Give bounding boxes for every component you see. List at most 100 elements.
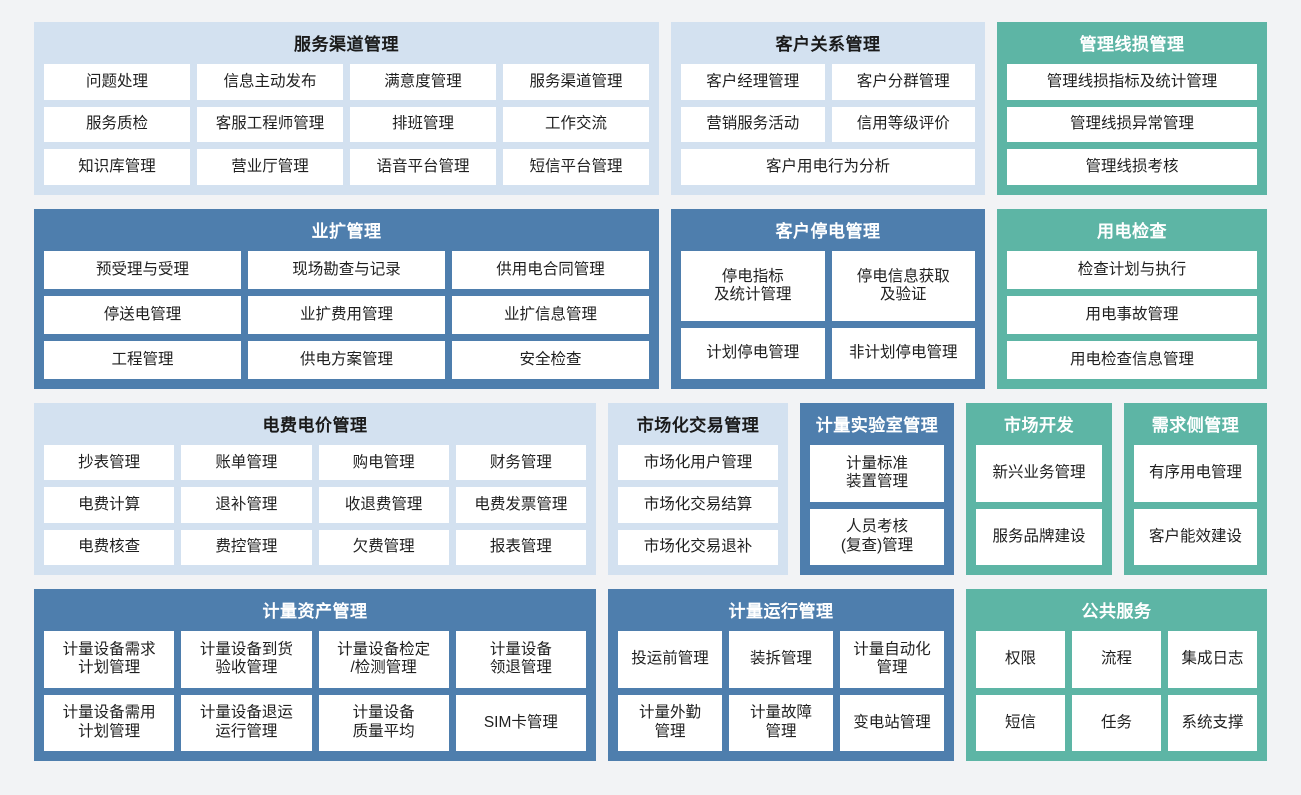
tile-item[interactable]: 短信平台管理 [503,149,649,185]
tile-item[interactable]: 管理线损异常管理 [1007,106,1257,143]
panel-customer-relationship-management: 客户关系管理 客户经理管理 客户分群管理 营销服务活动 信用等级评价 客户用电行… [671,22,985,195]
tile-item[interactable]: 用电事故管理 [1007,296,1257,334]
tile-item[interactable]: 变电站管理 [840,694,944,751]
tile-item[interactable]: 客服工程师管理 [197,106,343,143]
tile-item[interactable]: 营业厅管理 [197,149,343,185]
tile-grid: 抄表管理 账单管理 购电管理 财务管理 电费计算 退补管理 收退费管理 电费发票… [44,445,586,565]
tile-item[interactable]: 集成日志 [1168,631,1257,688]
tile-item[interactable]: 电费发票管理 [455,487,586,523]
tile-item[interactable]: 市场化用户管理 [618,445,778,481]
tile-item[interactable]: 工作交流 [503,106,649,143]
tile-item[interactable]: 业扩费用管理 [248,296,445,334]
tile-item[interactable]: 购电管理 [318,445,449,481]
tile-item[interactable]: 装拆管理 [729,631,833,688]
tile-item[interactable]: 营销服务活动 [681,106,825,143]
panel-title: 服务渠道管理 [294,35,399,54]
tile-item[interactable]: 客户经理管理 [681,64,825,100]
panel-title: 管理线损管理 [1079,35,1185,54]
tile-item[interactable]: 收退费管理 [318,487,449,523]
panel-title: 计量资产管理 [262,602,368,621]
panel-customer-outage-management: 客户停电管理 停电指标 及统计管理 停电信息获取 及验证 计划停电管理 非计划停… [671,209,985,389]
tile-item[interactable]: 计量设备 质量平均 [318,694,449,751]
tile-item[interactable]: 报表管理 [455,529,586,565]
tile-item[interactable]: 服务品牌建设 [976,508,1102,565]
tile-item[interactable]: 客户分群管理 [831,64,975,100]
tile-item[interactable]: 计量设备检定 /检测管理 [318,631,449,688]
tile-item[interactable]: 市场化交易退补 [618,529,778,565]
panel-electricity-usage-inspection: 用电检查 检查计划与执行 用电事故管理 用电检查信息管理 [997,209,1267,389]
tile-item[interactable]: 计量设备需求 计划管理 [44,631,175,688]
tile-item[interactable]: 现场勘查与记录 [248,251,445,289]
tile-item[interactable]: 客户用电行为分析 [681,149,975,185]
tile-item[interactable]: 安全检查 [452,341,649,379]
tile-item[interactable]: 检查计划与执行 [1007,251,1257,289]
tile-grid: 停电指标 及统计管理 停电信息获取 及验证 计划停电管理 非计划停电管理 [681,251,975,379]
tile-item[interactable]: SIM卡管理 [455,694,586,751]
tile-item[interactable]: 市场化交易结算 [618,487,778,523]
tile-item[interactable]: 供用电合同管理 [452,251,649,289]
tile-item[interactable]: 停电指标 及统计管理 [681,251,825,321]
tile-grid: 新兴业务管理 服务品牌建设 [976,445,1102,565]
tile-item[interactable]: 信用等级评价 [831,106,975,143]
tile-item[interactable]: 费控管理 [181,529,312,565]
tile-item[interactable]: 任务 [1072,694,1161,751]
tile-grid: 市场化用户管理 市场化交易结算 市场化交易退补 [618,445,778,565]
tile-item[interactable]: 计量设备需用 计划管理 [44,694,175,751]
tile-item[interactable]: 预受理与受理 [44,251,241,289]
tile-grid: 有序用电管理 客户能效建设 [1134,445,1257,565]
tile-item[interactable]: 问题处理 [44,64,190,100]
diagram-row-2: 业扩管理 预受理与受理 现场勘查与记录 供用电合同管理 停送电管理 业扩费用管理… [34,209,1267,389]
tile-item[interactable]: 计量设备到货 验收管理 [181,631,312,688]
tile-item[interactable]: 工程管理 [44,341,241,379]
tile-grid: 管理线损指标及统计管理 管理线损异常管理 管理线损考核 [1007,64,1257,185]
tile-item[interactable]: 知识库管理 [44,149,190,185]
panel-market-transaction-management: 市场化交易管理 市场化用户管理 市场化交易结算 市场化交易退补 [608,403,788,575]
tile-item[interactable]: 非计划停电管理 [831,327,975,379]
tile-item[interactable]: 供电方案管理 [248,341,445,379]
tile-item[interactable]: 服务质检 [44,106,190,143]
tile-item[interactable]: 信息主动发布 [197,64,343,100]
tile-item[interactable]: 有序用电管理 [1134,445,1257,502]
tile-item[interactable]: 停电信息获取 及验证 [831,251,975,321]
tile-item[interactable]: 用电检查信息管理 [1007,341,1257,379]
tile-item[interactable]: 人员考核 (复查)管理 [810,508,944,565]
tile-item[interactable]: 计量设备 领退管理 [455,631,586,688]
tile-item[interactable]: 客户能效建设 [1134,508,1257,565]
tile-item[interactable]: 计量故障 管理 [729,694,833,751]
panel-electricity-fee-and-price-management: 电费电价管理 抄表管理 账单管理 购电管理 财务管理 电费计算 退补管理 收退费… [34,403,596,575]
tile-item[interactable]: 流程 [1072,631,1161,688]
tile-item[interactable]: 停送电管理 [44,296,241,334]
panel-title: 需求侧管理 [1151,416,1240,435]
panel-demand-side-management: 需求侧管理 有序用电管理 客户能效建设 [1124,403,1267,575]
tile-item[interactable]: 抄表管理 [44,445,175,481]
tile-item[interactable]: 新兴业务管理 [976,445,1102,502]
tile-item[interactable]: 服务渠道管理 [503,64,649,100]
tile-item[interactable]: 账单管理 [181,445,312,481]
tile-item[interactable]: 系统支撑 [1168,694,1257,751]
panel-title: 市场化交易管理 [636,416,760,435]
tile-item[interactable]: 计量自动化 管理 [840,631,944,688]
tile-item[interactable]: 短信 [976,694,1065,751]
tile-item[interactable]: 语音平台管理 [350,149,496,185]
tile-item[interactable]: 退补管理 [181,487,312,523]
tile-item[interactable]: 业扩信息管理 [452,296,649,334]
panel-title: 用电检查 [1097,222,1167,241]
tile-item[interactable]: 计量设备退运 运行管理 [181,694,312,751]
tile-item[interactable]: 排班管理 [350,106,496,143]
tile-item[interactable]: 计划停电管理 [681,327,825,379]
tile-item[interactable]: 电费核查 [44,529,175,565]
tile-item[interactable]: 计量外勤 管理 [618,694,722,751]
tile-item[interactable]: 管理线损指标及统计管理 [1007,64,1257,100]
tile-item[interactable]: 投运前管理 [618,631,722,688]
tile-item[interactable]: 权限 [976,631,1065,688]
panel-title: 公共服务 [1081,602,1152,621]
tile-item[interactable]: 满意度管理 [350,64,496,100]
diagram-row-3: 电费电价管理 抄表管理 账单管理 购电管理 财务管理 电费计算 退补管理 收退费… [34,403,1267,575]
tile-item[interactable]: 管理线损考核 [1007,149,1257,185]
tile-item[interactable]: 计量标准 装置管理 [810,445,944,502]
tile-grid: 计量标准 装置管理 人员考核 (复查)管理 [810,445,944,565]
tile-item[interactable]: 欠费管理 [318,529,449,565]
tile-item[interactable]: 财务管理 [455,445,586,481]
tile-item[interactable]: 电费计算 [44,487,175,523]
